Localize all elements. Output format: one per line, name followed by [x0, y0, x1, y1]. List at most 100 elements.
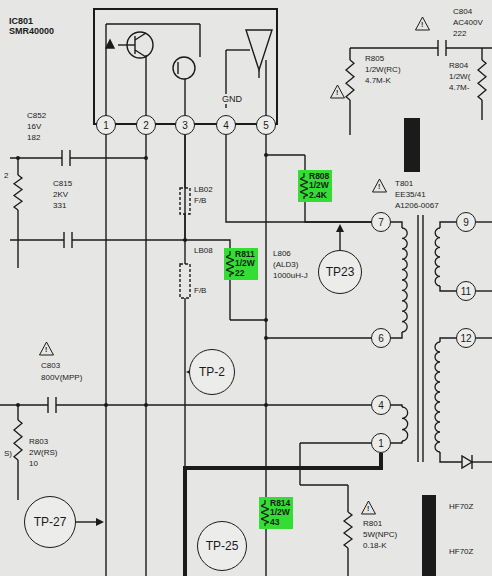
part-label: 2KV	[52, 191, 69, 199]
part-label: 10	[28, 460, 39, 468]
part-label: F/B	[193, 197, 207, 205]
warning-mark: !	[421, 21, 423, 28]
warning-mark: !	[378, 183, 380, 190]
part-label: C804	[452, 8, 473, 16]
resistor-value: R814 1/2W 43	[270, 499, 290, 527]
ic-designation: IC801 SMR40000	[8, 16, 55, 37]
part-label: C815	[52, 180, 73, 188]
part-label: A1206-0067	[394, 202, 440, 210]
part-label: 800V(MPP)	[40, 374, 83, 382]
pin-circle: 2	[136, 115, 156, 135]
warning-triangle	[373, 179, 387, 192]
pin-circle: 11	[456, 281, 476, 301]
pin-circle: 4	[371, 395, 391, 415]
part-label: 222	[452, 30, 467, 38]
pin-number: 6	[378, 333, 384, 344]
pin-number: 11	[461, 286, 471, 297]
resistor-symbol	[300, 173, 308, 199]
test-point-name: TP-25	[206, 539, 239, 553]
test-point-name: TP-27	[34, 515, 67, 529]
pin-number: 12	[460, 333, 471, 344]
part-label: T801	[394, 180, 414, 188]
test-point: TP-25	[197, 521, 247, 571]
test-point: TP-27	[24, 496, 76, 548]
pin-circle: 6	[371, 328, 391, 348]
wire	[305, 202, 371, 222]
pin-circle: 4	[216, 115, 236, 135]
part-label: 0.18-K	[362, 542, 388, 550]
part-label: S)	[3, 450, 13, 458]
pin-number: 4	[223, 120, 229, 131]
resistor-symbol	[478, 60, 486, 100]
test-point-name: TP-2	[199, 365, 225, 379]
part-label: 182	[26, 134, 41, 142]
pin-number: 1	[378, 438, 384, 449]
part-label: C852	[26, 112, 47, 120]
pin-circle: 1	[96, 115, 116, 135]
resistor-symbol	[346, 60, 354, 100]
warning-triangle	[362, 501, 376, 514]
part-label: 16V	[26, 123, 42, 131]
part-label: 4.7M-K	[364, 77, 392, 85]
warning-mark: !	[336, 89, 338, 96]
part-label: HF70Z	[448, 548, 474, 556]
pin-name: GND	[221, 94, 243, 104]
resistor-box: R811 1/2W 22	[224, 248, 258, 280]
pin-circle: 1	[371, 433, 391, 453]
wire	[185, 135, 230, 248]
part-label: 1/2W(RC)	[364, 66, 402, 74]
part-label: F/B	[193, 287, 207, 295]
part-label: C803	[40, 362, 61, 370]
part-label: 4.7M-	[448, 84, 470, 92]
part-label: HF70Z	[448, 503, 474, 511]
pin-number: 2	[143, 120, 149, 131]
pin-number: 7	[378, 217, 384, 228]
ic-package: IC801 SMR40000GND12345	[93, 8, 278, 125]
warning-mark: !	[367, 505, 369, 512]
part-label: 331	[52, 202, 67, 210]
part-label: AC400V	[452, 19, 484, 27]
resistor-symbol	[344, 512, 352, 548]
part-label: 1000uH-J	[272, 272, 309, 280]
pin-number: 4	[378, 400, 384, 411]
pin-number: 1	[103, 120, 109, 131]
part-label: R805	[364, 55, 385, 63]
part-label: 2	[3, 172, 9, 180]
part-label: R801	[362, 520, 383, 528]
wire	[226, 135, 371, 222]
warning-triangle	[331, 85, 345, 98]
part-label: LB02	[193, 186, 214, 194]
part-label: 1/2W(	[448, 73, 471, 81]
pin-number: 9	[463, 217, 469, 228]
test-point: TP-2	[189, 349, 235, 395]
transformer-winding	[435, 342, 440, 452]
pin-circle: 3	[175, 115, 195, 135]
wire	[265, 135, 266, 497]
resistor-symbol	[261, 500, 269, 526]
pin-circle: 12	[456, 328, 476, 348]
part-label: 5W(NPC)	[362, 531, 398, 539]
resistor-value: R808 1/2W 2.4K	[309, 172, 329, 200]
warning-triangle	[40, 342, 54, 355]
resistor-symbol	[14, 175, 22, 210]
pin-number: 5	[263, 120, 269, 131]
part-label: R803	[28, 438, 49, 446]
part-label: R804	[448, 62, 469, 70]
warning-triangle	[416, 17, 430, 30]
pin-circle: 7	[371, 212, 391, 232]
warning-mark: !	[45, 346, 47, 353]
test-point-name: TP23	[326, 265, 355, 279]
transformer-winding	[402, 228, 407, 332]
test-point: TP23	[318, 250, 362, 294]
pin-circle: 9	[456, 212, 476, 232]
pin-circle: 5	[256, 115, 276, 135]
part-label: LB08	[193, 247, 214, 255]
part-label: (ALD3)	[272, 261, 299, 269]
resistor-symbol	[14, 420, 22, 460]
resistor-box: R808 1/2W 2.4K	[298, 170, 332, 202]
resistor-symbol	[226, 251, 234, 277]
transformer-winding	[435, 228, 440, 286]
